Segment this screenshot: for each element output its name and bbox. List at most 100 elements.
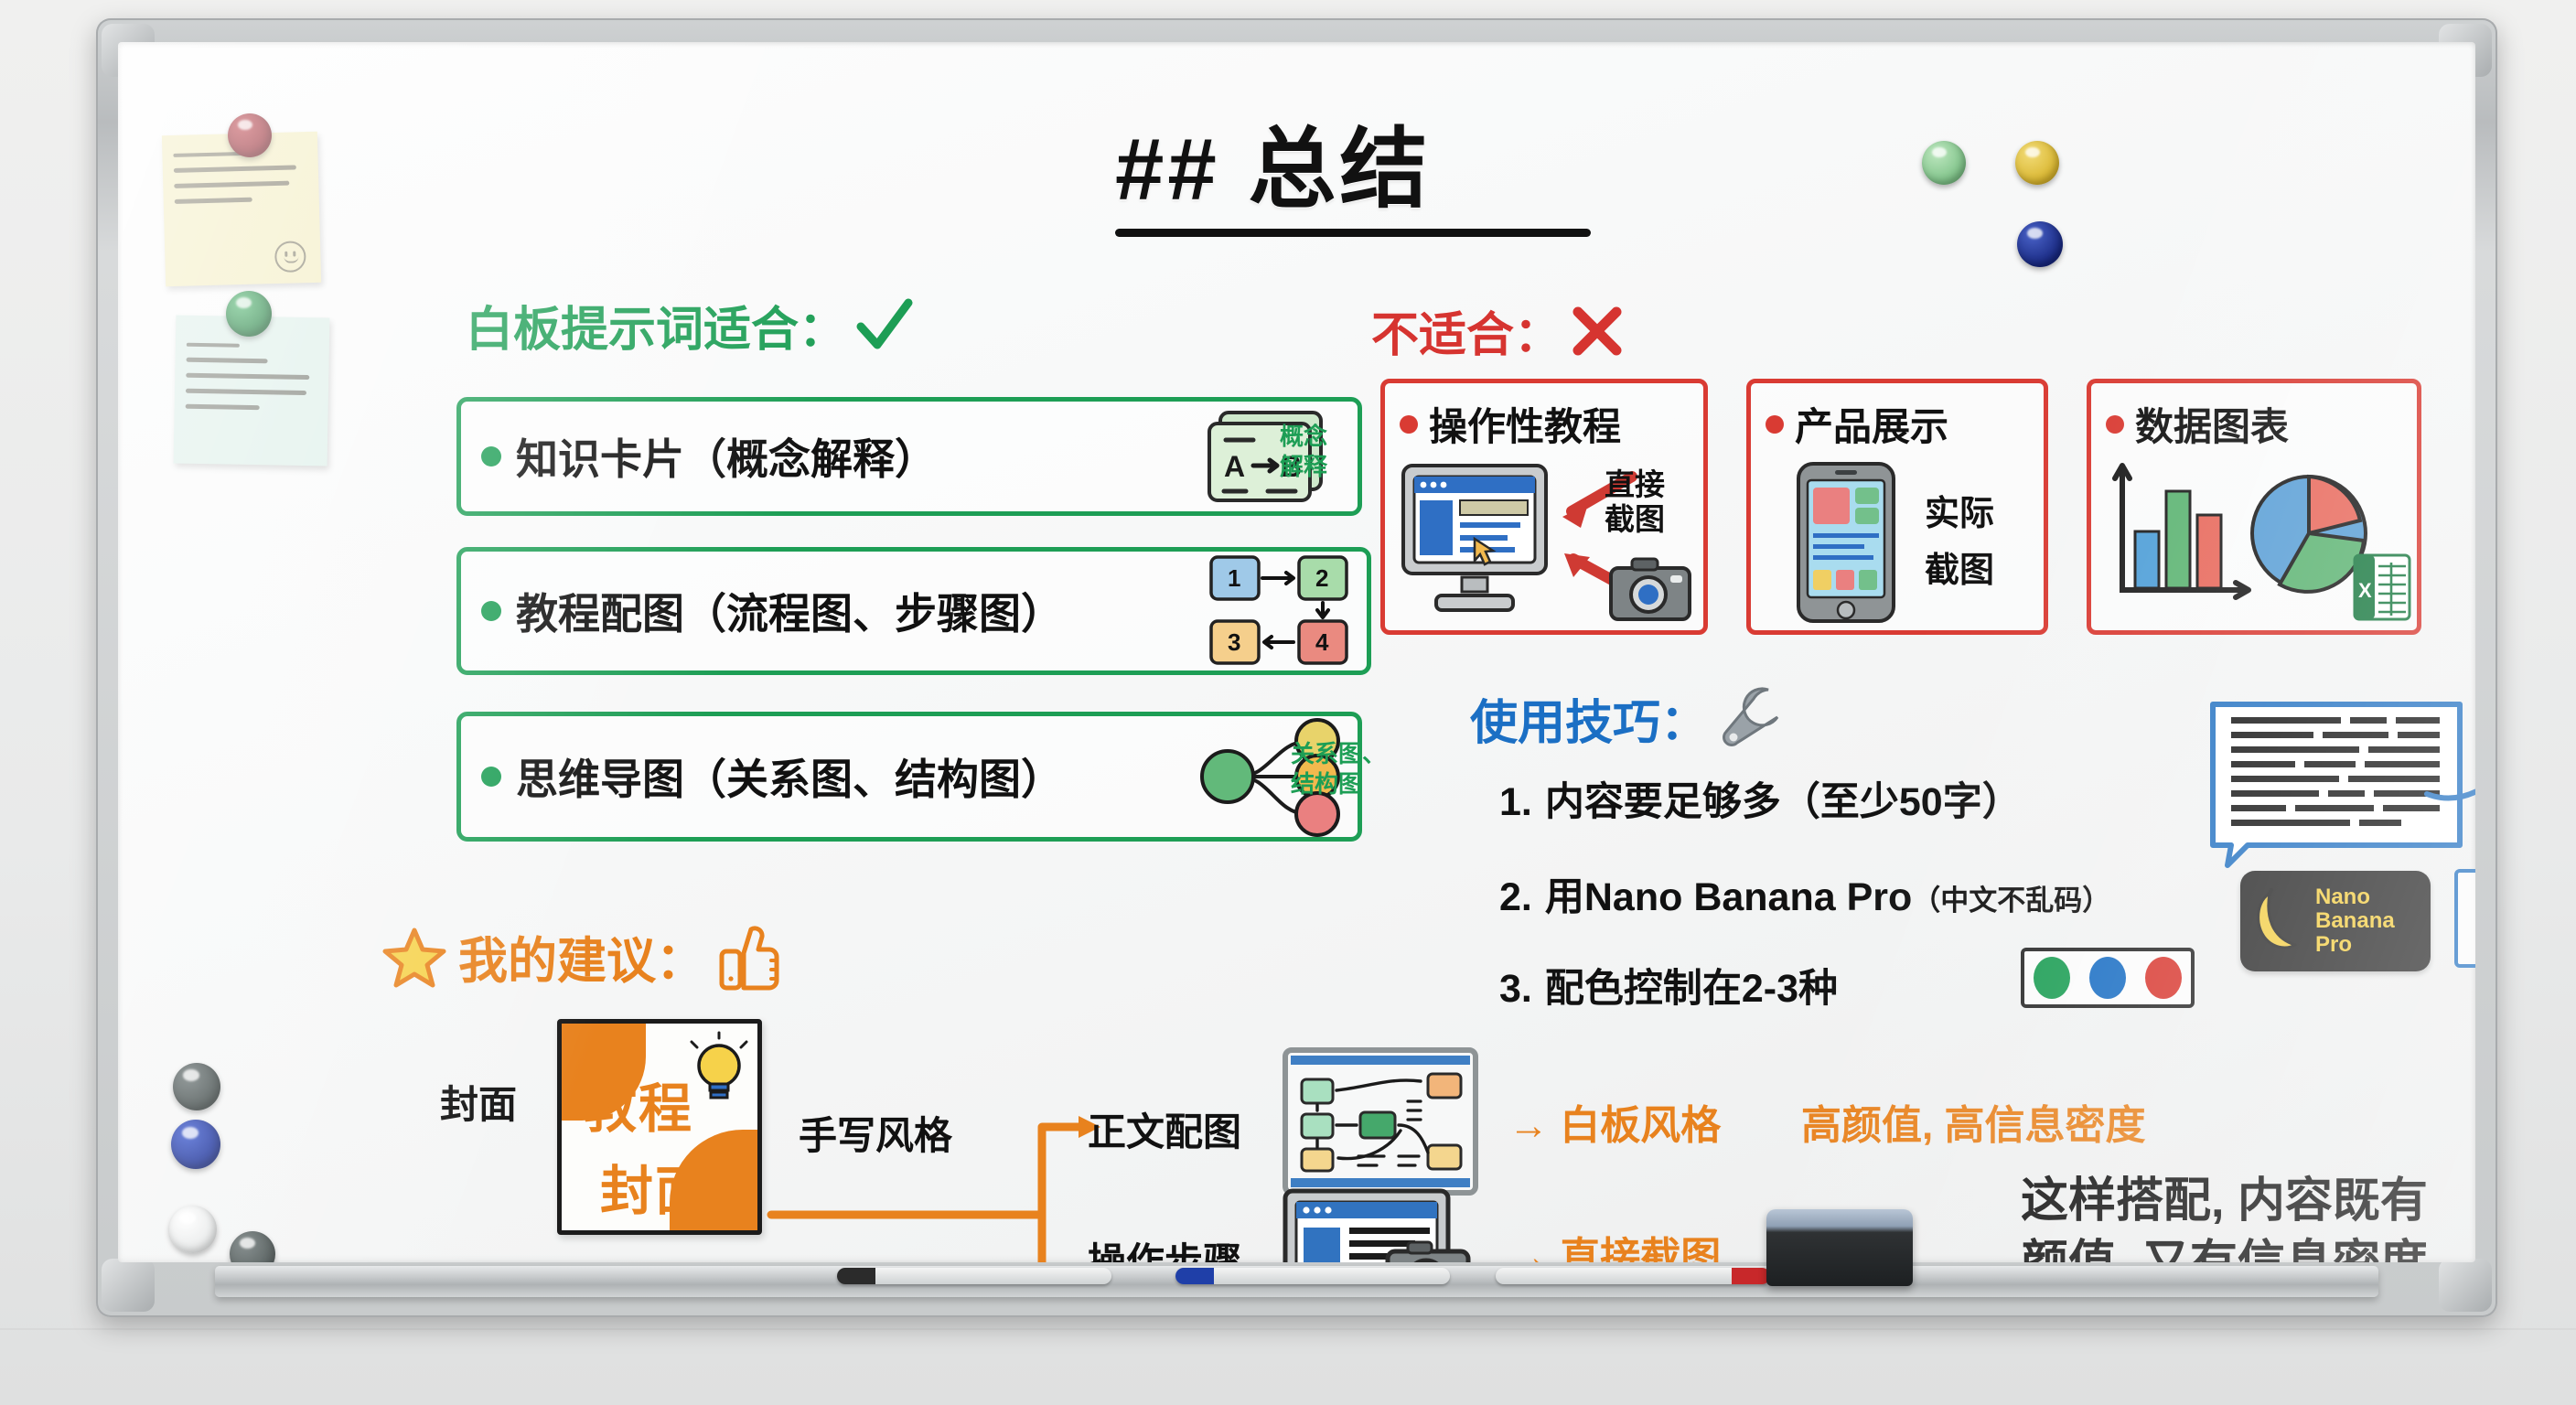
marker-blue[interactable] bbox=[1175, 1268, 1450, 1284]
wrench-icon bbox=[1723, 687, 1779, 746]
bullet-dot-icon bbox=[1400, 414, 1418, 434]
unsuitable-card-3-title: 数据图表 bbox=[2135, 405, 2290, 448]
flow-branch-1-label: 正文配图 bbox=[1088, 1110, 1242, 1153]
monitor-icon bbox=[1401, 464, 1548, 612]
bullet-dot-icon bbox=[481, 767, 501, 787]
suitable-item-1[interactable]: 知识卡片（概念解释） A B bbox=[456, 397, 1362, 516]
note-line-1: 实际 bbox=[1925, 495, 1995, 533]
logo-line-2: Banana bbox=[2315, 908, 2395, 934]
whiteboard-diagram-icon bbox=[1283, 1047, 1478, 1196]
suitable-item-3[interactable]: 思维导图（关系图、结构图） bbox=[456, 712, 1362, 842]
tip-2-number: 2. bbox=[1499, 875, 1532, 919]
palette-swatch-red bbox=[2144, 957, 2182, 999]
camera-icon bbox=[1609, 557, 1691, 621]
page-title-text: ## 总结 bbox=[1115, 121, 1432, 219]
magnet-white-left[interactable] bbox=[169, 1206, 217, 1253]
flow-start-label: 封面 bbox=[440, 1083, 518, 1126]
unsuitable-card-1[interactable]: 操作性教程 bbox=[1380, 379, 1708, 635]
chinese-ok-callout: 中文不乱码 中文不乱码 bbox=[2454, 869, 2475, 968]
magnet-gray-left-2[interactable] bbox=[230, 1231, 275, 1262]
tip-2-subtext: （中文不乱码） bbox=[1912, 885, 2111, 917]
suitable-item-2-label: 教程配图（流程图、步骤图） bbox=[516, 590, 1063, 638]
smartphone-icon bbox=[1797, 462, 1895, 623]
flow-branch-2-label: 操作步骤 bbox=[1088, 1240, 1242, 1262]
marker-black[interactable] bbox=[837, 1268, 1111, 1284]
tip-1-text: 内容要足够多（至少50字） bbox=[1544, 780, 2022, 824]
svg-text:4: 4 bbox=[1315, 628, 1329, 656]
tip-1-number: 1. bbox=[1499, 780, 1532, 824]
magnet-gray-left-1[interactable] bbox=[173, 1063, 220, 1110]
caption-line-1: 概念 bbox=[1280, 423, 1328, 450]
page-title: ## 总结 bbox=[1115, 126, 1591, 237]
tutorial-cover-poster: 教程 封面 bbox=[557, 1019, 762, 1235]
caption-line-1: 关系图、 bbox=[1291, 740, 1387, 767]
unsuitable-card-1-title: 操作性教程 bbox=[1429, 405, 1622, 448]
frame-corner-bottom-right bbox=[2439, 1259, 2492, 1312]
note-line-2: 截图 bbox=[1925, 551, 1995, 590]
poster-line-1: 教程 bbox=[584, 1079, 694, 1139]
magnet-dark-red[interactable] bbox=[228, 113, 272, 157]
closing-line-2: 颜值, 又有信息密度。 bbox=[2021, 1233, 2475, 1262]
unsuitable-heading-text: 不适合： bbox=[1371, 309, 1562, 362]
tip-item-2: 2. 用Nano Banana Pro （中文不乱码） bbox=[1499, 865, 2110, 922]
sticky-note-2[interactable] bbox=[173, 315, 330, 467]
bar-chart-icon bbox=[2112, 463, 2251, 600]
screenshot-camera-icon bbox=[1283, 1188, 1471, 1262]
svg-text:3: 3 bbox=[1228, 628, 1240, 656]
tip-3-number: 3. bbox=[1499, 967, 1532, 1011]
palette-swatch-green bbox=[2034, 957, 2071, 999]
flow-steps-icon: 1 2 4 3 bbox=[1209, 555, 1348, 665]
lightbulb-icon bbox=[690, 1031, 748, 1099]
svg-text:2: 2 bbox=[1315, 564, 1328, 592]
caption-line-2: 解释 bbox=[1280, 452, 1328, 480]
closing-statement: 这样搭配, 内容既有 颜值, 又有信息密度。 bbox=[2021, 1171, 2475, 1262]
marker-red[interactable] bbox=[1496, 1268, 1770, 1284]
cross-mark-icon bbox=[1572, 306, 1622, 355]
bullet-dot-icon bbox=[2106, 414, 2124, 434]
smiley-face-icon bbox=[274, 241, 306, 273]
sticky-note-1-handwriting bbox=[173, 150, 307, 204]
palette-swatch-blue bbox=[2088, 957, 2126, 999]
banana-icon bbox=[2257, 888, 2297, 949]
star-icon bbox=[382, 928, 446, 987]
suitable-item-3-caption: 关系图、 结构图 bbox=[1291, 739, 1386, 799]
tip-item-1: 1. 内容要足够多（至少50字） bbox=[1499, 770, 2022, 827]
unsuitable-card-2-header: 产品展示 bbox=[1751, 383, 2044, 452]
suitable-item-1-caption: 概念 解释 bbox=[1280, 422, 1327, 481]
note-line-2: 截图 bbox=[1605, 501, 1665, 536]
tip-item-3: 3. 配色控制在2-3种 bbox=[1499, 957, 1838, 1014]
unsuitable-card-1-note: 直接 截图 bbox=[1605, 467, 1665, 537]
unsuitable-card-2[interactable]: 产品展示 实际 截图 bbox=[1746, 379, 2048, 635]
unsuitable-card-3-header: 数据图表 bbox=[2091, 383, 2417, 452]
unsuitable-card-2-note: 实际 截图 bbox=[1925, 495, 1994, 591]
svg-text:X: X bbox=[2358, 579, 2372, 602]
whiteboard-surface: ## 总结 bbox=[118, 42, 2475, 1262]
unsuitable-card-3[interactable]: 数据图表 X bbox=[2087, 379, 2421, 635]
whiteboard-eraser[interactable] bbox=[1766, 1209, 1913, 1286]
magnet-green-sticky[interactable] bbox=[226, 291, 272, 337]
excel-icon: X bbox=[2353, 553, 2411, 621]
magnet-blue-top[interactable] bbox=[2017, 221, 2063, 267]
recommendation-heading: 我的建议： bbox=[382, 920, 784, 992]
note-line-1: 直接 bbox=[1605, 467, 1665, 501]
svg-text:A: A bbox=[1224, 450, 1245, 483]
suitable-item-1-label: 知识卡片（概念解释） bbox=[516, 435, 937, 483]
logo-line-1: Nano bbox=[2315, 885, 2370, 910]
thumbs-up-icon bbox=[719, 925, 779, 990]
curved-arrow-icon bbox=[2424, 788, 2475, 801]
tip-2-text: 用Nano Banana Pro bbox=[1544, 875, 1913, 919]
caption-line-2: 结构图 bbox=[1291, 769, 1363, 798]
unsuitable-heading: 不适合： bbox=[1371, 296, 1624, 365]
bullet-dot-icon bbox=[481, 601, 501, 621]
magnet-yellow-top[interactable] bbox=[2015, 141, 2059, 185]
nano-banana-pro-logo: Nano Banana Pro bbox=[2240, 871, 2431, 971]
tip-3-text: 配色控制在2-3种 bbox=[1544, 967, 1839, 1011]
suitable-item-2[interactable]: 教程配图（流程图、步骤图） 1 2 4 3 bbox=[456, 547, 1371, 675]
tips-heading: 使用技巧： bbox=[1470, 682, 1788, 754]
magnet-blue-left[interactable] bbox=[171, 1120, 220, 1169]
magnet-green-top[interactable] bbox=[1922, 141, 1966, 185]
closing-line-1: 这样搭配, 内容既有 bbox=[2021, 1174, 2428, 1228]
recommendation-heading-text: 我的建议： bbox=[458, 934, 705, 989]
title-underline bbox=[1115, 229, 1591, 237]
svg-text:1: 1 bbox=[1228, 564, 1240, 592]
